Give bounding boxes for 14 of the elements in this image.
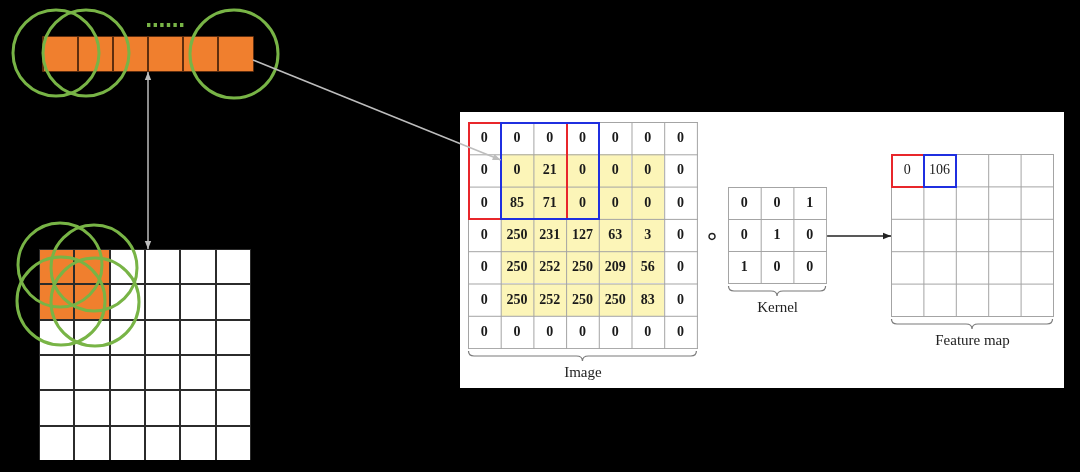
strip-cell — [218, 37, 253, 71]
matrix-label: Feature map — [935, 332, 1010, 349]
arrow — [826, 232, 892, 240]
cell-strip — [42, 36, 254, 72]
strip-cell — [43, 37, 77, 71]
pixel-grid — [39, 249, 251, 460]
strip-cell — [78, 37, 112, 71]
strip-cell — [148, 37, 182, 71]
matrix-label: Image — [564, 364, 602, 381]
operator-symbol: ∘ — [704, 222, 720, 250]
diagram-panel — [460, 112, 1064, 388]
double-headed-arrow — [144, 71, 152, 250]
arrow — [252, 59, 502, 161]
matrix-label: Kernel — [757, 299, 798, 316]
